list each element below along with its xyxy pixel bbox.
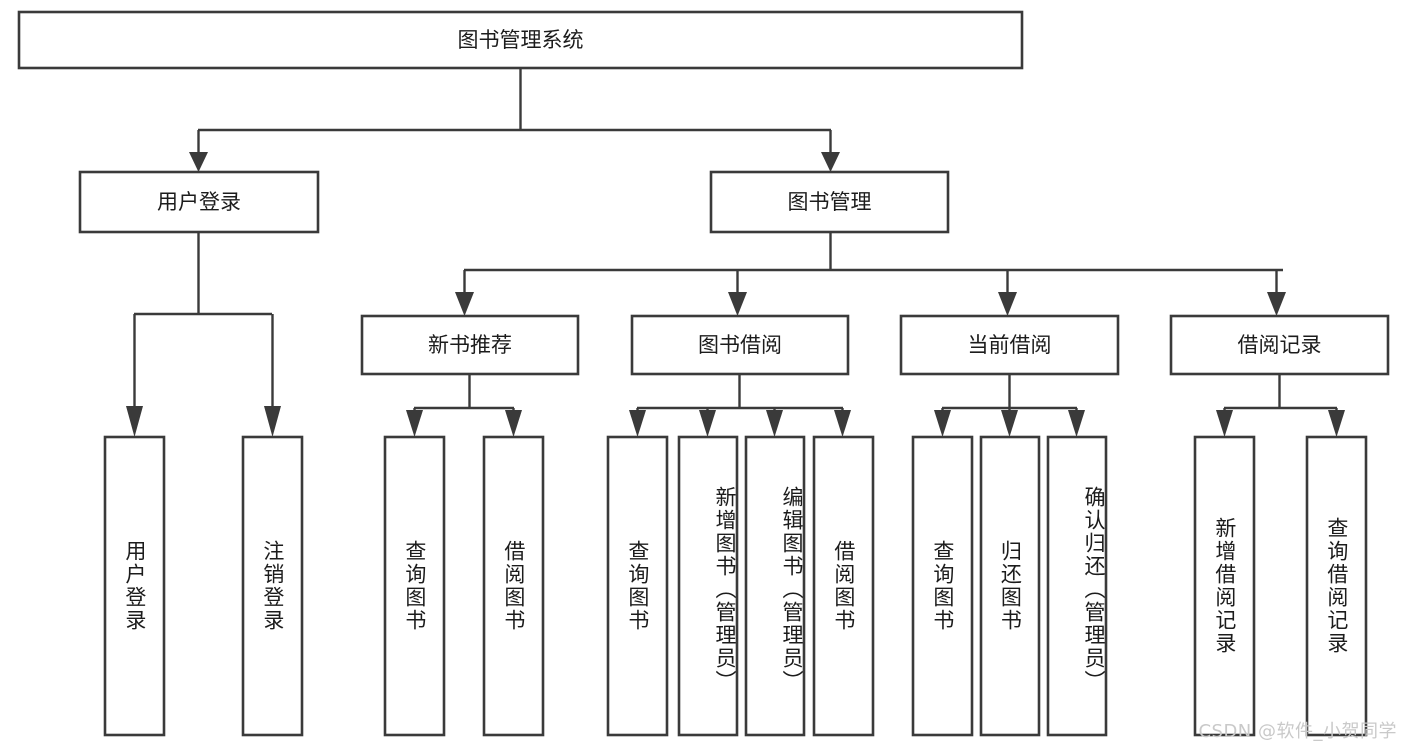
csdn-watermark: CSDN @软件_小贺同学 — [1198, 721, 1397, 742]
node-new-book-recommend-box[interactable] — [360, 314, 580, 376]
node-book-management-box[interactable] — [709, 170, 950, 234]
node-leaf-confirm-return-box[interactable] — [1046, 435, 1108, 737]
arrowhead-leaf-add-book — [699, 410, 716, 437]
node-borrow-record-box[interactable] — [1169, 314, 1390, 376]
node-new-book-recommend-label: 新书推荐 — [428, 333, 512, 357]
node-user-login-box[interactable] — [78, 170, 320, 234]
arrowhead-leaf-user-logout — [264, 406, 281, 437]
arrowhead-leaf-user-login — [126, 406, 143, 437]
arrowhead-leaf-confirm-return — [1068, 410, 1085, 437]
node-leaf-query-book-3-box[interactable] — [911, 435, 974, 737]
arrowhead-current-borrow — [998, 292, 1017, 316]
arrowhead-leaf-borrow-book-1 — [505, 410, 522, 437]
arrowhead-leaf-query-book-3 — [934, 410, 951, 437]
node-leaf-user-login-box[interactable] — [103, 435, 166, 737]
node-book-borrow-box[interactable] — [630, 314, 850, 376]
node-user-login-label: 用户登录 — [157, 190, 241, 214]
node-leaf-query-book-1-box[interactable] — [383, 435, 446, 737]
arrowhead-new-book-recommend — [455, 292, 474, 316]
node-group: 图书管理系统 用户登录 图书管理 新书推荐 图书借阅 当前借阅 借阅记录 — [17, 10, 1390, 737]
node-leaf-borrow-book-1-box[interactable] — [482, 435, 545, 737]
arrowhead-leaf-borrow-book-2 — [834, 410, 851, 437]
arrowhead-leaf-return-book — [1001, 410, 1018, 437]
node-leaf-user-logout-box[interactable] — [241, 435, 304, 737]
arrowhead-leaf-query-record — [1328, 410, 1345, 437]
arrowhead-leaf-query-book-1 — [406, 410, 423, 437]
node-current-borrow-label: 当前借阅 — [968, 333, 1052, 357]
connector-group — [126, 68, 1345, 437]
node-leaf-query-book-2-box[interactable] — [606, 435, 669, 737]
node-leaf-add-book-box[interactable] — [677, 435, 739, 737]
node-borrow-record-label: 借阅记录 — [1238, 333, 1322, 357]
arrowhead-leaf-add-record — [1216, 410, 1233, 437]
arrowhead-book-management — [821, 152, 840, 172]
node-book-management-label: 图书管理 — [788, 190, 872, 214]
arrowhead-user-login — [189, 152, 208, 172]
node-leaf-borrow-book-2-box[interactable] — [812, 435, 875, 737]
arrowhead-leaf-query-book-2 — [629, 410, 646, 437]
node-book-borrow-label: 图书借阅 — [698, 333, 782, 357]
node-root-box[interactable] — [17, 10, 1024, 70]
node-leaf-edit-book-box[interactable] — [744, 435, 806, 737]
node-current-borrow-box[interactable] — [899, 314, 1120, 376]
node-leaf-return-book-box[interactable] — [979, 435, 1041, 737]
node-leaf-add-record-box[interactable] — [1193, 435, 1256, 737]
arrowhead-borrow-record — [1267, 292, 1286, 316]
node-leaf-query-record-box[interactable] — [1305, 435, 1368, 737]
arrowhead-leaf-edit-book — [766, 410, 783, 437]
arrowhead-book-borrow — [728, 292, 747, 316]
node-root-label: 图书管理系统 — [458, 28, 584, 52]
